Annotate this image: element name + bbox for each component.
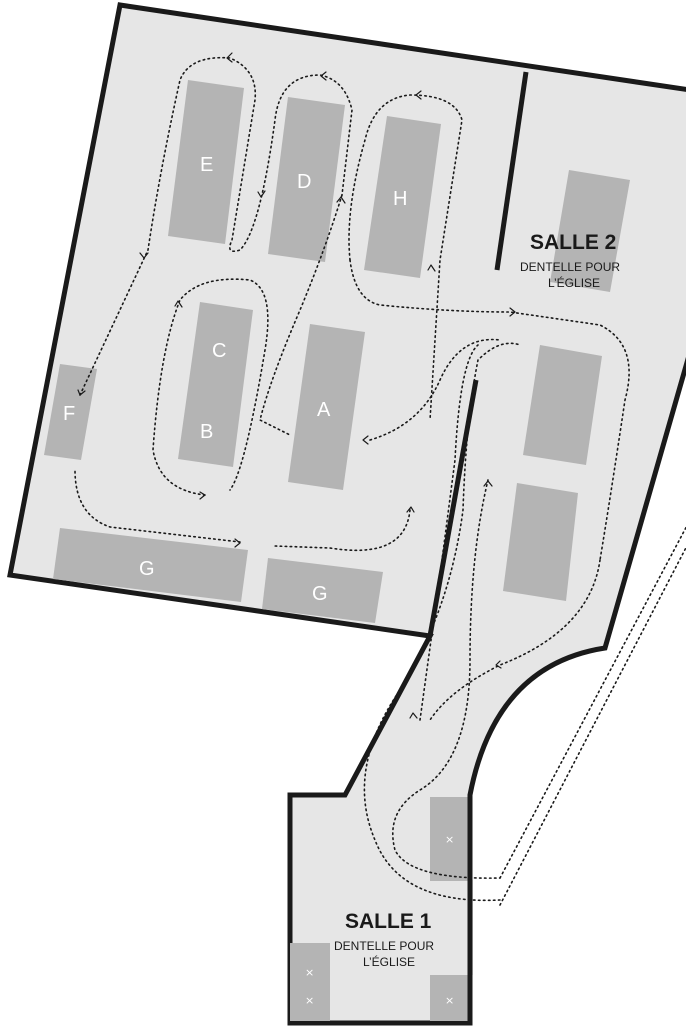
svg-text:×: × [305, 994, 314, 1007]
salle-1-subtitle-line2: L’ÉGLISE [363, 954, 415, 969]
vitrine-salle-1-right-top: × [430, 797, 470, 881]
salle-1-label: SALLE 1 DENTELLE POUR L’ÉGLISE [334, 910, 434, 969]
svg-text:×: × [445, 833, 454, 846]
vitrine-G-right: G [262, 558, 383, 623]
vitrine-salle-2-middle [523, 345, 602, 465]
partition-wall-middle [427, 379, 479, 637]
svg-text:F: F [63, 403, 75, 425]
svg-text:×: × [445, 994, 454, 1007]
salle-2-floor [7, 2, 686, 1026]
svg-text:G: G [312, 583, 328, 605]
svg-text:D: D [297, 171, 311, 193]
salle-1-subtitle-line1: DENTELLE POUR [334, 939, 434, 953]
salle-2-label: SALLE 2 DENTELLE POUR L’ÉGLISE [520, 231, 620, 290]
vitrine-F: F [44, 364, 97, 460]
vitrine-G-left: G [53, 528, 248, 602]
vitrine-salle-1-right-bottom: × [430, 975, 470, 1021]
salle-1-title: SALLE 1 [345, 910, 432, 933]
svg-text:G: G [139, 558, 155, 580]
visit-route [74, 52, 686, 906]
vitrine-salle-2-top [550, 170, 630, 292]
vitrine-D: D [268, 97, 345, 262]
vitrine-E: E [168, 80, 244, 244]
salle-2-subtitle-line2: L’ÉGLISE [548, 275, 600, 290]
vitrine-salle-2-bottom [503, 483, 578, 601]
svg-text:×: × [305, 966, 314, 979]
salle-2-subtitle-line1: DENTELLE POUR [520, 260, 620, 274]
vitrine-A: A [288, 324, 365, 490]
svg-text:H: H [393, 188, 407, 210]
vitrine-H: H [364, 116, 441, 278]
svg-text:C: C [212, 340, 226, 362]
svg-text:E: E [200, 154, 213, 176]
vitrine-C-B: C B [178, 302, 253, 467]
partition-wall-top [494, 71, 529, 271]
salle-2-title: SALLE 2 [530, 231, 616, 254]
vitrine-salle-1-left: × × [290, 943, 330, 1021]
svg-text:B: B [200, 421, 213, 443]
svg-text:A: A [317, 399, 331, 421]
